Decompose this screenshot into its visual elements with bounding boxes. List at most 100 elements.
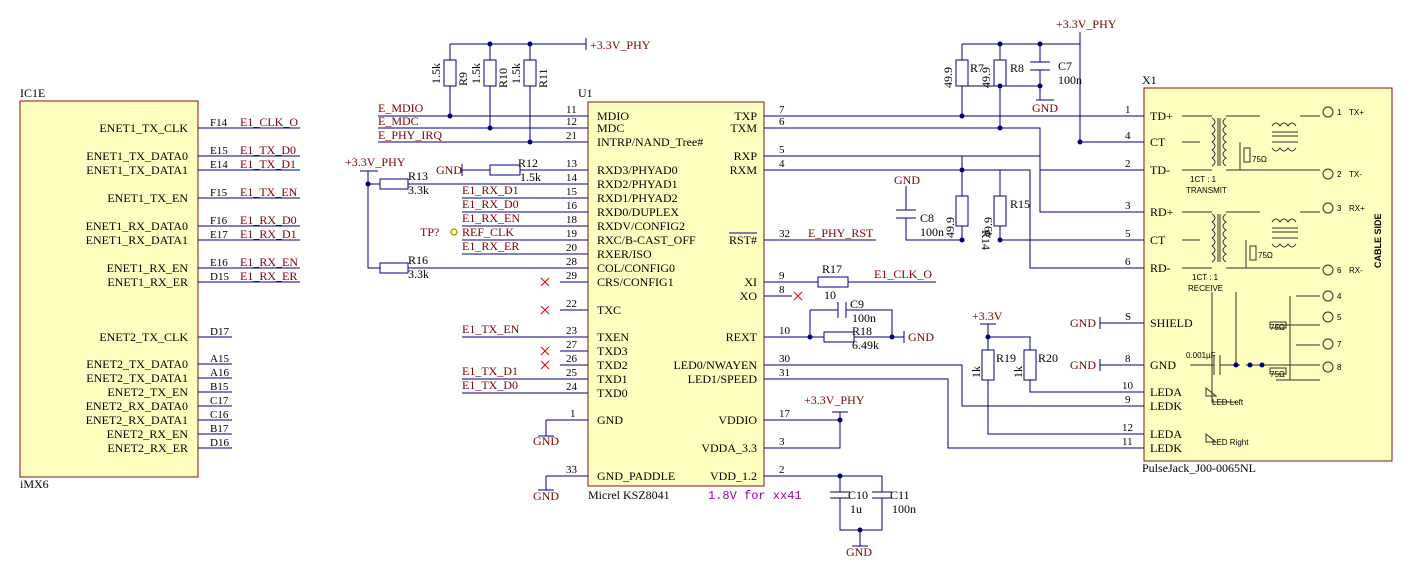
testpoint-label: TP?: [420, 225, 439, 239]
net-label: E1_TX_EN: [462, 322, 520, 336]
u1-pin-num: 2: [779, 464, 785, 476]
net-label: E1_RX_EN: [462, 211, 520, 225]
ic1e-ball: D16: [210, 437, 229, 449]
c11-value: 100n: [892, 502, 916, 516]
u1-pin: VDDA_3.3: [701, 441, 757, 455]
rx-wiring: +3.3V_PHY R13 3.3k R16 3.3k GND R12 1.5k…: [345, 155, 560, 394]
r75-label: 75Ω: [1270, 370, 1285, 379]
u1-pin: TXD0: [597, 386, 628, 400]
x1-pin-num: 12: [1122, 422, 1133, 434]
net-label: E1_TX_D0: [462, 378, 518, 392]
net-label: E_MDC: [378, 114, 419, 128]
c8-value: 100n: [920, 225, 944, 239]
power-label: +3.3V_PHY: [345, 155, 406, 169]
r11-value: 1.5k: [509, 63, 523, 84]
resistor-r18: [823, 331, 855, 343]
cable-pin: 8: [1337, 363, 1342, 372]
u1-pin-num: 22: [566, 298, 577, 310]
c7-ref: C7: [1058, 59, 1072, 73]
ic1e-pin-name: ENET1_RX_DATA0: [86, 219, 188, 233]
strap-out-wires: [408, 183, 560, 269]
ic1e-pin-name: ENET2_RX_EN: [107, 427, 189, 441]
resistor-r11: [523, 59, 537, 87]
x1-pin-stubs: [1100, 115, 1144, 449]
r16-ref: R16: [408, 253, 428, 267]
x1-pin-num: 10: [1122, 380, 1134, 392]
x1-pin: LEDK: [1150, 441, 1182, 455]
r17-ref: R17: [822, 262, 842, 276]
resistor-r12: [489, 164, 521, 176]
r75-label: 75Ω: [1270, 323, 1285, 332]
ic1e-ball: F14: [210, 117, 228, 129]
u1-pin: TXC: [597, 303, 621, 317]
ic1e-ball: A15: [210, 353, 229, 365]
r13-value: 3.3k: [408, 183, 429, 197]
u1-pin: TXD2: [597, 358, 628, 372]
r20-value: 1k: [1011, 366, 1025, 378]
r10-value: 1.5k: [469, 63, 483, 84]
resistor-r16: [379, 262, 409, 274]
net-label: E1_TX_D1: [240, 157, 296, 171]
gnd-label: GND: [533, 489, 559, 503]
r16-value: 3.3k: [408, 267, 429, 281]
ic1e-body: [19, 100, 199, 478]
u1-pin-num: 28: [566, 256, 578, 268]
ic1e-pin-name: ENET2_TX_DATA1: [86, 371, 188, 385]
u1-block: U1 Micrel KSZ8041 1.8V for xx41 MDIO MDC…: [533, 86, 803, 503]
led-wires: [792, 323, 1116, 449]
ic1e-pin-lines: [198, 127, 232, 449]
u1-pin: INTRP/NAND_Tree#: [597, 135, 703, 149]
c9-value: 100n: [852, 311, 876, 325]
u1-pin: GND: [597, 413, 623, 427]
u1-pin: RXM: [730, 163, 758, 177]
r8-value: 49.9: [979, 67, 993, 88]
cable-pin: 6: [1337, 266, 1342, 275]
cable-pin: 2: [1337, 170, 1342, 179]
u1-pin: TXD1: [597, 372, 628, 386]
u1-pin-num: 11: [566, 104, 577, 116]
r9-ref: R9: [456, 72, 470, 86]
u1-pin: XO: [740, 289, 758, 303]
cable-signal: RX+: [1349, 204, 1365, 213]
u1-pin-num: 23: [566, 325, 578, 337]
ic1e-pin-name: ENET1_TX_EN: [107, 191, 188, 205]
cable-pin: 7: [1337, 340, 1342, 349]
u1-pin: LED0/NWAYEN: [673, 358, 757, 372]
x1-body: [1143, 87, 1393, 462]
power-label: +3.3V_PHY: [1056, 17, 1117, 31]
no-connect-marks: [540, 277, 803, 370]
u1-pin: RXD1/PHYAD2: [597, 191, 678, 205]
r17-value: 10: [824, 288, 836, 302]
u1-pin-num: 25: [566, 367, 578, 379]
r14-ref: R14: [979, 230, 993, 250]
u1-pin-num: 13: [566, 158, 578, 170]
u1-pin: MDC: [597, 121, 624, 135]
u1-pin-num: 27: [566, 339, 578, 351]
vdd12-wires: [792, 475, 892, 547]
u1-pin-num: 5: [779, 144, 785, 156]
cable-signal: TX-: [1349, 170, 1362, 179]
u1-pin-num: 31: [779, 367, 790, 379]
r9-value: 1.5k: [429, 63, 443, 84]
r11-ref: R11: [536, 68, 550, 88]
x1-pin: TD+: [1150, 109, 1173, 123]
u1-pin: RXD3/PHYAD0: [597, 163, 678, 177]
ic1e-ball: D15: [210, 271, 229, 283]
x1-pin-num: 11: [1122, 436, 1133, 448]
resistor-r14: [955, 195, 969, 227]
u1-pin: RXC/B-CAST_OFF: [597, 233, 696, 247]
gnd-label: GND: [1070, 316, 1096, 330]
r19-ref: R19: [996, 351, 1016, 365]
ic1e-ball: B17: [210, 423, 229, 435]
net-label: E_PHY_RST: [808, 226, 874, 240]
r75-label: 75Ω: [1258, 251, 1273, 260]
ic1e-ball: C16: [210, 409, 229, 421]
tx-pair-wires: [792, 115, 1116, 171]
u1-pin-num: 20: [566, 242, 578, 254]
u1-ref: U1: [578, 86, 593, 100]
x1-pin-num: 4: [1125, 130, 1131, 142]
rx-net-wires: [462, 197, 560, 394]
ic1e-pin-name: ENET1_RX_EN: [107, 261, 189, 275]
x1-pin: RD+: [1150, 205, 1174, 219]
u1-body: [587, 101, 765, 487]
